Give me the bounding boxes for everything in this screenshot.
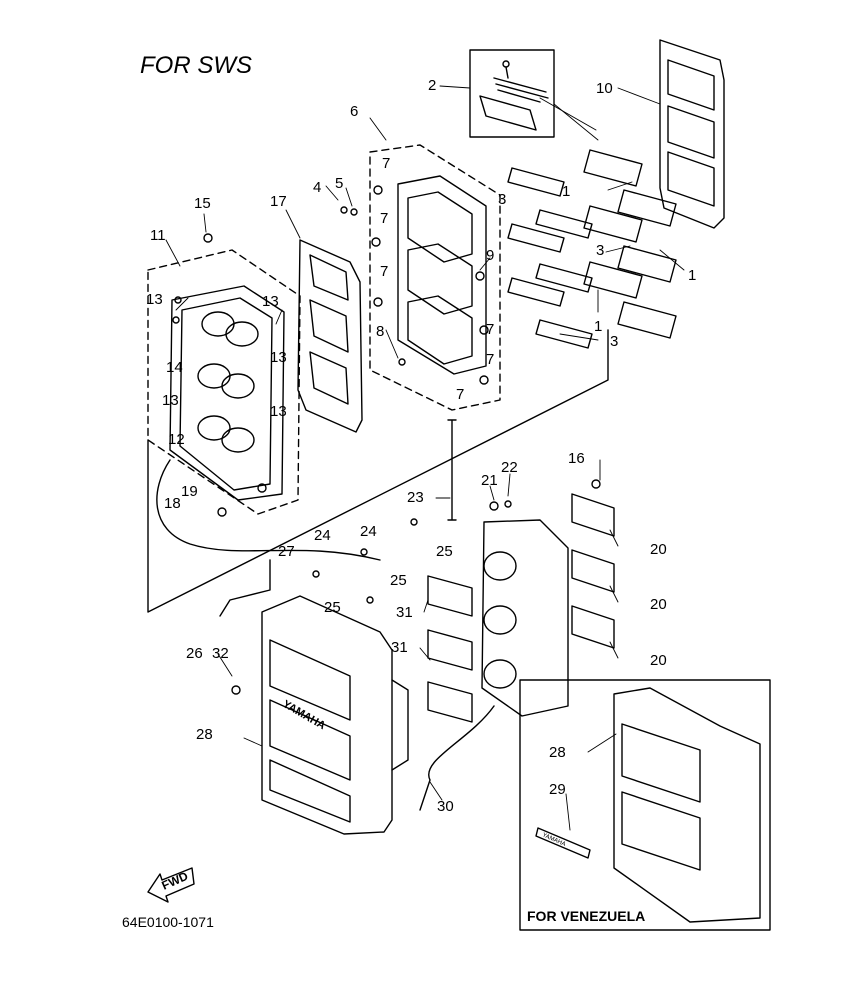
gasket-31-c (427, 681, 473, 723)
callout-7: 7 (456, 386, 464, 403)
callout-24: 24 (360, 523, 377, 540)
decal (535, 827, 591, 859)
silencer-cover-inset (613, 687, 761, 923)
throttle-body-block (481, 519, 569, 717)
fuel-hose (156, 459, 381, 561)
fwd-arrow-icon (147, 867, 195, 903)
assembly-outline-manifold (369, 144, 501, 411)
callout-15: 15 (194, 195, 211, 212)
cover-brand-text: YAMAHA (281, 698, 328, 732)
callout-32: 32 (212, 645, 229, 662)
fwd-badge-text: FWD (160, 869, 191, 893)
callout-20: 20 (650, 541, 667, 558)
callout-29: 29 (549, 781, 566, 798)
callout-8: 8 (376, 323, 384, 340)
callout-labels: 1 1 1 2 3 3 3 4 5 6 7 7 7 7 7 7 8 9 10 1… (146, 77, 696, 815)
callout-18: 18 (164, 495, 181, 512)
callout-31: 31 (396, 604, 413, 621)
fasteners (203, 185, 601, 695)
callout-14: 14 (166, 359, 183, 376)
reed-kit-inset (469, 49, 555, 138)
callout-7: 7 (380, 210, 388, 227)
callout-25: 25 (324, 599, 341, 616)
callout-31: 31 (391, 639, 408, 656)
callout-11: 11 (150, 227, 166, 244)
callout-23: 23 (407, 489, 424, 506)
callout-13: 13 (270, 403, 287, 420)
venezuela-inset-box (519, 679, 771, 931)
callout-13: 13 (162, 392, 179, 409)
callout-1: 1 (594, 318, 602, 335)
callout-9: 9 (486, 247, 494, 264)
drain-hose (419, 705, 495, 811)
callout-25: 25 (390, 572, 407, 589)
callout-30: 30 (437, 798, 454, 815)
callout-10: 10 (596, 80, 613, 97)
callout-16: 16 (568, 450, 585, 467)
callout-7: 7 (486, 351, 494, 368)
callout-3: 3 (596, 242, 604, 259)
callout-3: 3 (498, 191, 506, 208)
gasket-17 (297, 239, 363, 433)
callout-3: 3 (610, 333, 618, 350)
gasket-10 (659, 39, 725, 229)
callout-2: 2 (428, 77, 436, 94)
gasket-31-b (427, 629, 473, 671)
callout-13: 13 (262, 293, 279, 310)
callout-22: 22 (501, 459, 518, 476)
callout-26: 26 (186, 645, 203, 662)
callout-1: 1 (688, 267, 696, 284)
callout-5: 5 (335, 175, 343, 192)
reference-lines (147, 329, 609, 613)
link-rod (447, 419, 457, 521)
intake-manifold (397, 175, 487, 375)
drawing-code: 64E0100-1071 (122, 914, 214, 930)
callout-28: 28 (549, 744, 566, 761)
callout-24: 24 (314, 527, 331, 544)
callout-7: 7 (382, 155, 390, 172)
silencer-cover (261, 595, 409, 835)
callout-7: 7 (380, 263, 388, 280)
leader-lines (165, 85, 685, 831)
callout-13: 13 (270, 349, 287, 366)
callout-28: 28 (196, 726, 213, 743)
callout-17: 17 (270, 193, 287, 210)
gasket-31-a (427, 575, 473, 617)
callout-12: 12 (168, 431, 185, 448)
callout-7: 7 (486, 321, 494, 338)
callout-20: 20 (650, 596, 667, 613)
callout-6: 6 (350, 103, 358, 120)
reed-valve-stack (507, 149, 677, 349)
callout-19: 19 (181, 483, 198, 500)
callout-27: 27 (278, 543, 295, 560)
cylinder-housing (169, 285, 285, 501)
callout-25: 25 (436, 543, 453, 560)
sensor-lead (219, 559, 271, 617)
gasket-20-c (571, 605, 615, 649)
callout-20: 20 (650, 652, 667, 669)
diagram-title: FOR SWS (140, 52, 252, 79)
callout-21: 21 (481, 472, 498, 489)
callout-1: 1 (562, 183, 570, 200)
callout-4: 4 (313, 179, 321, 196)
gasket-20-a (571, 493, 615, 537)
callout-13: 13 (146, 291, 163, 308)
inset-caption: FOR VENEZUELA (527, 908, 646, 924)
gasket-20-b (571, 549, 615, 593)
